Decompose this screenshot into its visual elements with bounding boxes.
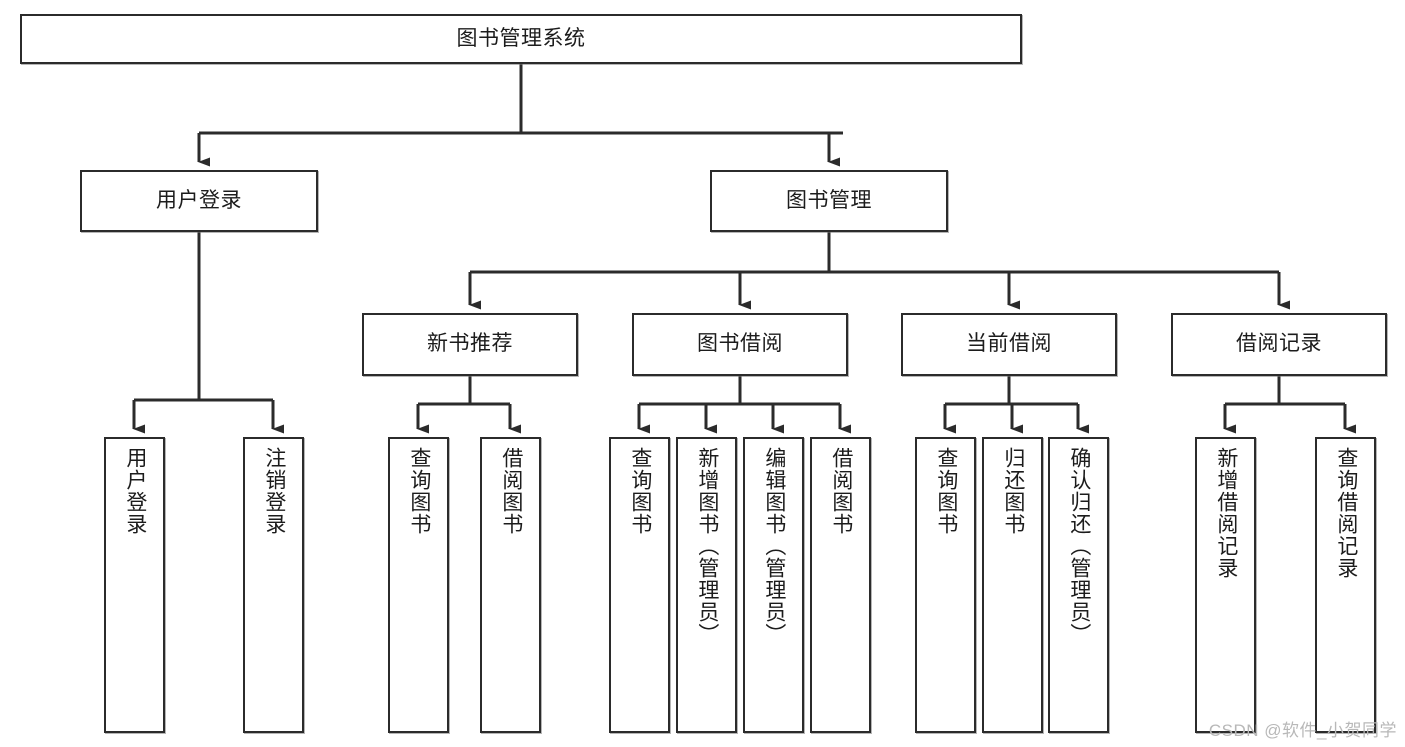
node-label: 注销登录 [262, 447, 286, 535]
node-leaf-confirm-return-admin[interactable]: 确认归还（管理员） [1048, 437, 1109, 733]
node-leaf-add-borrow-record[interactable]: 新增借阅记录 [1195, 437, 1256, 733]
node-label: 当前借阅 [966, 332, 1052, 356]
node-user-login[interactable]: 用户登录 [80, 170, 318, 232]
node-new-book-recommendation[interactable]: 新书推荐 [362, 313, 578, 376]
node-label: 新增借阅记录 [1214, 447, 1238, 579]
node-label: 新增图书（管理员） [695, 447, 719, 645]
node-book-borrowing[interactable]: 图书借阅 [632, 313, 848, 376]
node-borrowing-record[interactable]: 借阅记录 [1171, 313, 1387, 376]
node-leaf-add-book-admin[interactable]: 新增图书（管理员） [676, 437, 737, 733]
node-label: 用户登录 [156, 188, 242, 212]
node-label: 借阅图书 [829, 447, 853, 535]
node-label: 借阅记录 [1236, 332, 1322, 356]
node-label: 图书管理 [786, 188, 872, 212]
node-label: 归还图书 [1001, 447, 1025, 535]
node-current-borrowing[interactable]: 当前借阅 [901, 313, 1117, 376]
node-root-book-management-system[interactable]: 图书管理系统 [20, 14, 1022, 64]
node-label: 查询图书 [407, 447, 431, 535]
node-leaf-return-book[interactable]: 归还图书 [982, 437, 1043, 733]
node-leaf-logout[interactable]: 注销登录 [243, 437, 304, 733]
node-label: 查询图书 [628, 447, 652, 535]
node-leaf-borrow-book-1[interactable]: 借阅图书 [480, 437, 541, 733]
node-leaf-query-borrow-record[interactable]: 查询借阅记录 [1315, 437, 1376, 733]
node-label: 编辑图书（管理员） [762, 447, 786, 645]
node-leaf-borrow-book-2[interactable]: 借阅图书 [810, 437, 871, 733]
node-leaf-query-book-1[interactable]: 查询图书 [388, 437, 449, 733]
node-label: 查询图书 [934, 447, 958, 535]
node-label: 新书推荐 [427, 332, 513, 356]
node-leaf-query-book-2[interactable]: 查询图书 [609, 437, 670, 733]
node-label: 图书管理系统 [456, 26, 586, 50]
node-label: 图书借阅 [697, 332, 783, 356]
node-label: 查询借阅记录 [1334, 447, 1358, 579]
node-label: 借阅图书 [499, 447, 523, 535]
node-leaf-edit-book-admin[interactable]: 编辑图书（管理员） [743, 437, 804, 733]
node-leaf-query-book-3[interactable]: 查询图书 [915, 437, 976, 733]
node-label: 用户登录 [123, 447, 147, 535]
csdn-watermark: CSDN @软件_小贺同学 [1208, 721, 1397, 740]
node-leaf-user-login[interactable]: 用户登录 [104, 437, 165, 733]
node-book-management[interactable]: 图书管理 [710, 170, 948, 232]
node-label: 确认归还（管理员） [1067, 447, 1091, 645]
